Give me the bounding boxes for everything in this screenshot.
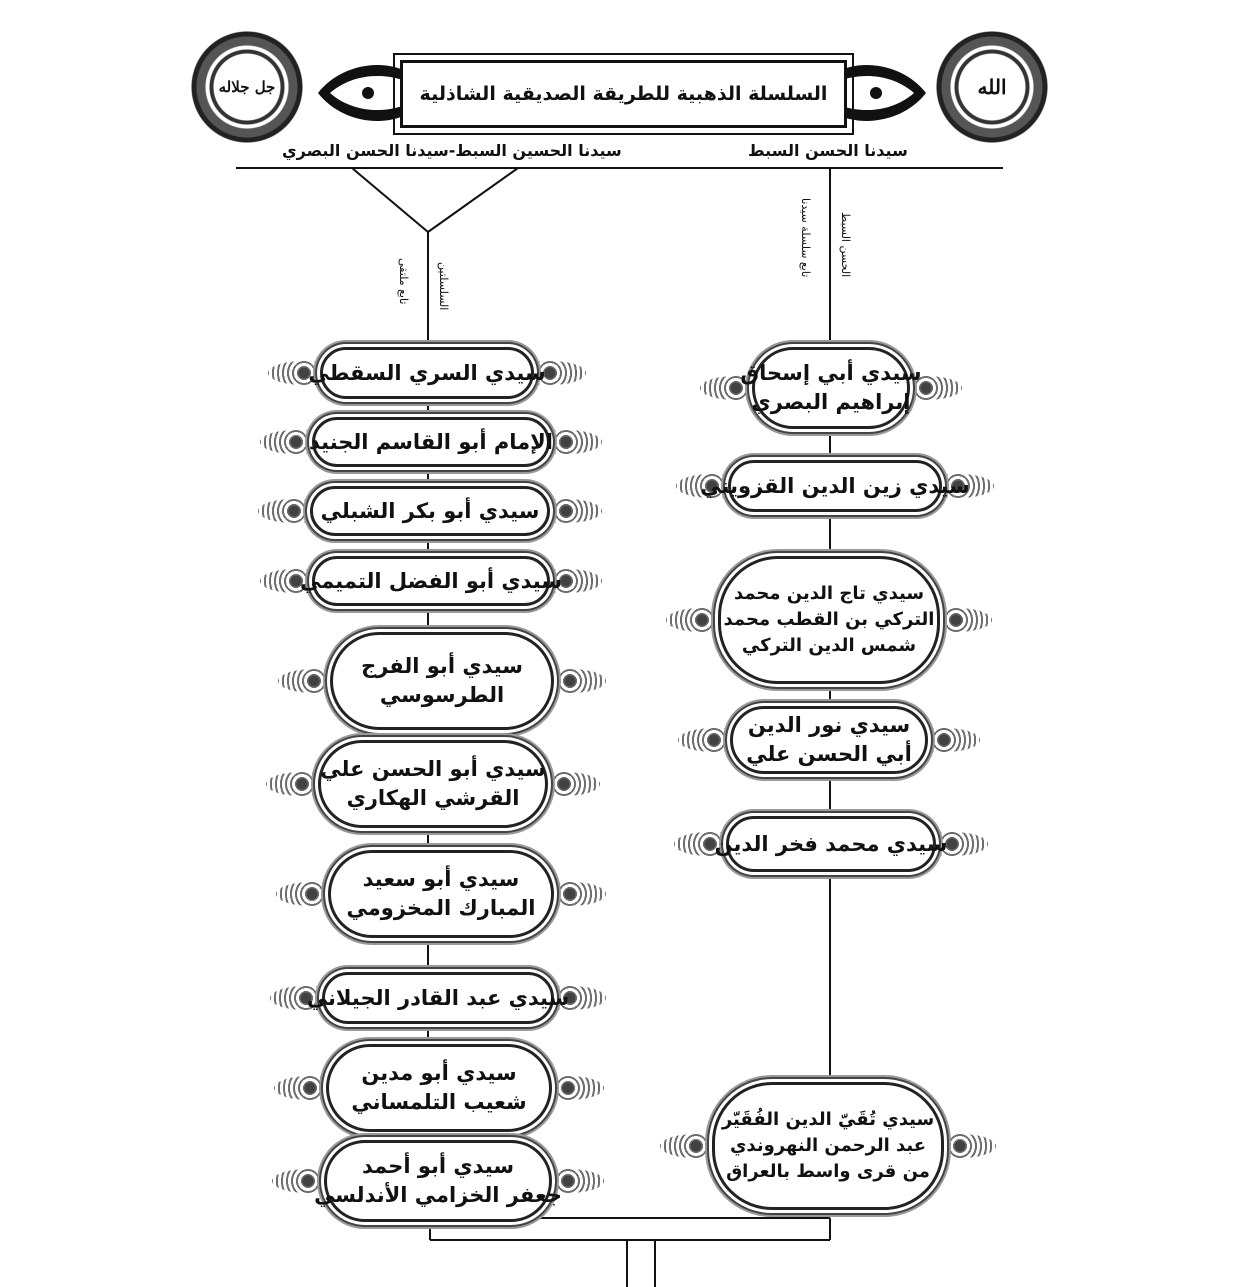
- left-chain-node: سيدي السري السقطي: [268, 347, 586, 399]
- name-cartouche: سيدي أبو مدين شعيب التلمساني: [326, 1044, 552, 1132]
- left-chain-node: سيدي أبو مدين شعيب التلمساني: [274, 1044, 604, 1132]
- left-chain-node: سيدي أبو الفضل التميمي: [260, 556, 602, 606]
- left-chain-node: الإمام أبو القاسم الجنيد: [260, 417, 602, 467]
- allah-emblem: الله: [933, 28, 1051, 146]
- name-cartouche: سيدي عبد القادر الجيلاني: [307, 972, 569, 1024]
- cartouche-text-line: أبي الحسن علي: [746, 742, 912, 766]
- name-cartouche: سيدي أبو أحمد جعفر الخزامي الأندلسي: [314, 1140, 562, 1222]
- left-chain-node: سيدي أبو أحمد جعفر الخزامي الأندلسي: [272, 1140, 604, 1222]
- name-cartouche: سيدي تاج الدين محمد التركي بن القطب محمد ش…: [718, 556, 940, 684]
- cartouche-text-line: سيدي أبو سعيد: [362, 867, 520, 891]
- cartouche-text-line: سيدي عبد القادر الجيلاني: [306, 985, 570, 1010]
- cartouche-text-line: سيدي محمد فخر الدين: [714, 831, 948, 856]
- cartouche-text-line: سيدي السري السقطي: [308, 360, 546, 385]
- cartouche-text-line: سيدي نور الدين: [747, 713, 911, 737]
- name-cartouche: سيدي محمد فخر الدين: [715, 816, 947, 872]
- name-cartouche: سيدي السري السقطي: [308, 347, 546, 399]
- right-chain-node: سيدي تاج الدين محمد التركي بن القطب محمد ش…: [666, 556, 992, 684]
- top-label-right: سيدنا الحسن السبط: [748, 141, 908, 160]
- cartouche-text-line: شعيب التلمساني: [351, 1090, 527, 1114]
- right-chain-node: سيدي محمد فخر الدين: [674, 816, 988, 872]
- title-box: السلسلة الذهبية للطريقة الصديقية الشاذلي…: [393, 53, 854, 135]
- cartouche-text-line: سيدي أبي إسحاق: [740, 361, 922, 385]
- name-cartouche: سيدي أبو الحسن علي القرشي الهكاري: [318, 740, 548, 828]
- cartouche-text-line: سيدي أبو الفرج: [361, 654, 523, 678]
- cartouche-text-line: الطرسوسي: [379, 683, 505, 707]
- right-chain-node: سيدي زين الدين القزويني: [676, 460, 994, 512]
- jalla-jalaluh-emblem: جل جلاله: [188, 28, 306, 146]
- name-cartouche: سيدي أبو سعيد المبارك المخزومي: [328, 850, 554, 938]
- cartouche-text-line: سيدي تُقَيّ الدين الفُقَيّر: [721, 1109, 935, 1130]
- cartouche-text-line: سيدي أبو الحسن علي: [320, 757, 546, 781]
- left-chain-node: سيدي أبو الفرج الطرسوسي: [278, 632, 606, 730]
- name-cartouche: سيدي نور الدين أبي الحسن علي: [730, 706, 928, 774]
- note-left-line2: السلسلتين: [437, 262, 450, 311]
- note-right-line2: الحسن السبط: [839, 212, 852, 278]
- name-cartouche: سيدي زين الدين القزويني: [700, 460, 970, 512]
- name-cartouche: سيدي أبو بكر الشبلي: [310, 486, 550, 536]
- cartouche-text-line: سيدي أبو أحمد: [362, 1154, 515, 1178]
- name-cartouche: سيدي أبو الفضل التميمي: [300, 556, 562, 606]
- name-cartouche: سيدي أبي إسحاق إبراهيم البصري: [740, 347, 922, 429]
- page-title: السلسلة الذهبية للطريقة الصديقية الشاذلي…: [419, 83, 828, 105]
- left-chain-node: سيدي أبو سعيد المبارك المخزومي: [276, 850, 606, 938]
- cartouche-text-line: سيدي أبو مدين: [361, 1061, 517, 1085]
- cartouche-text-line: التركي بن القطب محمد: [723, 609, 935, 630]
- cartouche-text-line: سيدي أبو الفضل التميمي: [299, 568, 563, 593]
- cartouche-text-line: سيدي زين الدين القزويني: [700, 473, 970, 498]
- right-chain-node: سيدي نور الدين أبي الحسن علي: [678, 706, 980, 774]
- right-chain-node: سيدي أبي إسحاق إبراهيم البصري: [700, 347, 962, 429]
- left-chain-node: سيدي أبو الحسن علي القرشي الهكاري: [266, 740, 600, 828]
- cartouche-text-line: المبارك المخزومي: [346, 896, 536, 920]
- name-cartouche: سيدي تُقَيّ الدين الفُقَيّر عبد الرحمن ال…: [712, 1082, 944, 1210]
- left-chain-node: سيدي أبو بكر الشبلي: [258, 486, 602, 536]
- cartouche-text-line: إبراهيم البصري: [751, 390, 911, 414]
- note-right-line1: تابع سلسلة سيدنا: [799, 198, 812, 278]
- name-cartouche: سيدي أبو الفرج الطرسوسي: [330, 632, 554, 730]
- emblem-left-text: جل جلاله: [218, 78, 276, 96]
- cartouche-text-line: شمس الدين التركي: [741, 635, 917, 656]
- cartouche-text-line: عبد الرحمن النهروندي: [729, 1135, 927, 1156]
- cartouche-text-line: سيدي أبو بكر الشبلي: [320, 498, 540, 523]
- emblem-right-text: الله: [977, 75, 1007, 99]
- title-ornament: [318, 64, 926, 122]
- cartouche-text-line: الإمام أبو القاسم الجنيد: [309, 429, 553, 454]
- cartouche-text-line: سيدي تاج الدين محمد: [733, 583, 925, 604]
- cartouche-text-line: جعفر الخزامي الأندلسي: [314, 1183, 562, 1207]
- note-left-line1: تابع ملتقى: [397, 258, 410, 305]
- top-label-left: سيدنا الحسين السبط-سيدنا الحسن البصري: [282, 141, 622, 160]
- cartouche-text-line: القرشي الهكاري: [346, 786, 520, 810]
- left-chain-node: سيدي عبد القادر الجيلاني: [270, 972, 606, 1024]
- right-chain-node: سيدي تُقَيّ الدين الفُقَيّر عبد الرحمن ال…: [660, 1082, 996, 1210]
- cartouche-text-line: من قرى واسط بالعراق: [726, 1161, 930, 1182]
- name-cartouche: الإمام أبو القاسم الجنيد: [309, 417, 553, 467]
